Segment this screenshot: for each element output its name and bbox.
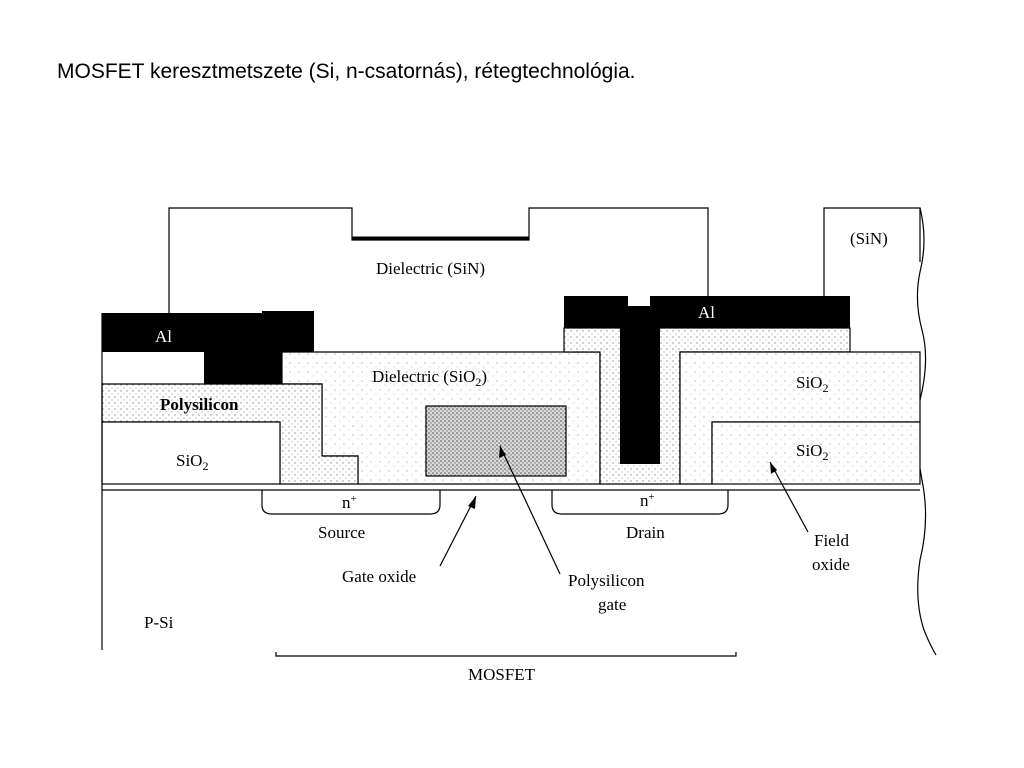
field-oxide-arrow: [769, 461, 809, 533]
al-left-metal: [102, 311, 314, 384]
label-field-oxide-2: oxide: [812, 555, 850, 574]
label-sio2-right-top: SiO2: [796, 373, 828, 395]
label-n-source: n+: [342, 493, 357, 512]
label-polysilicon: Polysilicon: [160, 395, 239, 414]
al-right-metal: [564, 296, 850, 464]
label-al-left: Al: [155, 327, 172, 346]
page-title: MOSFET keresztmetszete (Si, n-csatornás)…: [57, 60, 636, 83]
field-oxide-arrowhead: [770, 462, 777, 474]
gate-oxide-arrow: [439, 495, 477, 567]
gate-oxide-arrowhead: [468, 496, 476, 509]
label-drain: Drain: [626, 523, 665, 542]
label-al-right: Al: [698, 303, 715, 322]
label-dielectric-sin: Dielectric (SiN): [376, 259, 485, 278]
label-source: Source: [318, 523, 365, 542]
sin-right-block-outline: [823, 207, 921, 296]
label-p-si: P-Si: [144, 613, 174, 632]
source-well: [261, 490, 441, 515]
label-dielectric-sio2: Dielectric (SiO2): [372, 367, 487, 389]
drain-well: [551, 490, 729, 515]
label-sio2-right-bottom: SiO2: [796, 441, 828, 463]
mosfet-bracket: [275, 652, 737, 657]
label-mosfet: MOSFET: [468, 665, 536, 684]
sin-dielectric-outline: [168, 207, 709, 316]
label-polysilicon-gate-1: Polysilicon: [568, 571, 645, 590]
label-n-drain: n+: [640, 491, 655, 510]
sio2-right-bottom-region: [711, 421, 921, 485]
label-sin-top: (SiN): [850, 229, 888, 248]
polysilicon-gate-arrow: [499, 445, 561, 575]
polysilicon-gate: [425, 405, 567, 477]
label-polysilicon-gate-2: gate: [598, 595, 626, 614]
label-gate-oxide: Gate oxide: [342, 567, 416, 586]
label-field-oxide-1: Field: [814, 531, 849, 550]
polysilicon-gate-arrowhead: [499, 446, 506, 458]
label-sio2-left: SiO2: [176, 451, 208, 473]
